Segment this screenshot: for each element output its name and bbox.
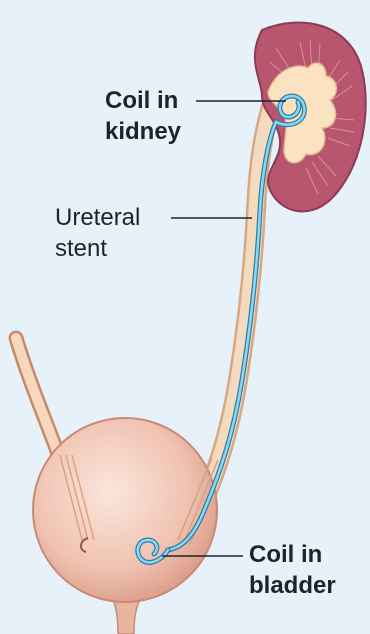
label-coil-in-bladder-line1: Coil in — [249, 539, 336, 570]
label-coil-in-kidney: Coil in kidney — [105, 85, 181, 147]
label-coil-in-bladder: Coil in bladder — [249, 539, 336, 601]
label-coil-in-kidney-line2: kidney — [105, 116, 181, 147]
label-coil-in-kidney-line1: Coil in — [105, 85, 181, 116]
label-ureteral-stent: Ureteral stent — [55, 202, 140, 264]
label-ureteral-stent-line1: Ureteral — [55, 202, 140, 233]
label-ureteral-stent-line2: stent — [55, 233, 140, 264]
label-coil-in-bladder-line2: bladder — [249, 570, 336, 601]
bladder — [33, 418, 217, 602]
